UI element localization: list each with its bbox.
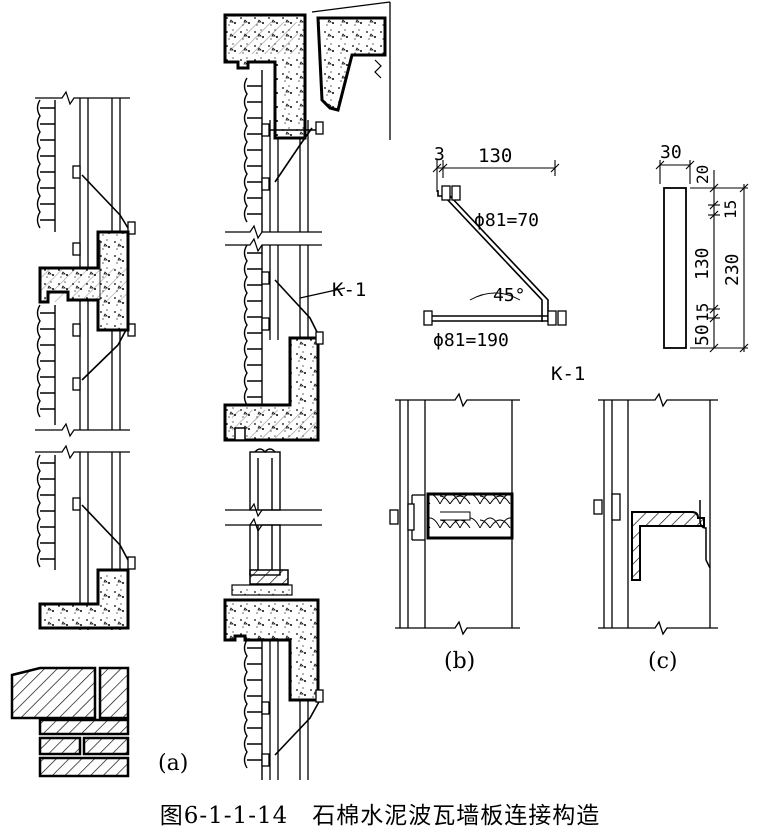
k1-dimensions [432,160,560,192]
bolt-heads-main [261,121,324,767]
k1-nuts [423,185,567,326]
detail-label-b: (b) [444,649,475,674]
callout-leader [299,287,346,299]
k1-title: K-1 [551,363,585,385]
plate-dim-2: 130 [692,247,713,280]
plate [663,187,687,349]
k1-bar-lower: ϕ81=190 [433,330,509,351]
k1-dim-small: 3 [434,144,445,165]
beam-a2 [38,568,130,630]
k1-bar [428,190,555,322]
k1-bar-upper: ϕ81=70 [474,210,539,231]
brick-wall-main [243,70,263,780]
detail-b: (b) [389,392,520,674]
base-bricks-a [10,666,130,778]
siding-lines-a [79,98,121,630]
plate-width: 30 [660,142,682,163]
k1-dim-length: 130 [478,145,512,167]
detail-label-c: (c) [648,649,678,674]
k1-detail: 3 130 ϕ81=70 45° ϕ81=190 K-1 [423,144,585,385]
plate-detail: 30 20 15 130 [655,142,749,353]
bolt-heads-a [72,165,136,570]
plate-dim-1: 15 [721,200,740,219]
plate-dim-5: 50 [692,324,713,346]
detail-main: K-1 [223,1,391,780]
hanger-main [270,127,321,756]
k1-angle: 45° [493,285,526,306]
steel-angle-c [631,511,705,581]
hanger-a [81,174,129,561]
beam-lower [223,598,320,702]
figure-caption: 图6-1-1-14 石棉水泥波瓦墙板连接构造 [159,803,601,829]
precast-cap [316,16,387,112]
break-lines-a [35,90,130,460]
detail-a: (a) [10,90,188,778]
detail-label-a: (a) [158,751,188,776]
detail-c: (c) [593,392,718,674]
plate-dim-0: 20 [693,165,712,184]
plate-dim-3: 230 [722,253,743,286]
callout-k1: K-1 [332,279,366,301]
brick-wall-a [36,99,56,570]
plate-dim-4: 15 [693,303,712,322]
window-frame [249,448,281,576]
